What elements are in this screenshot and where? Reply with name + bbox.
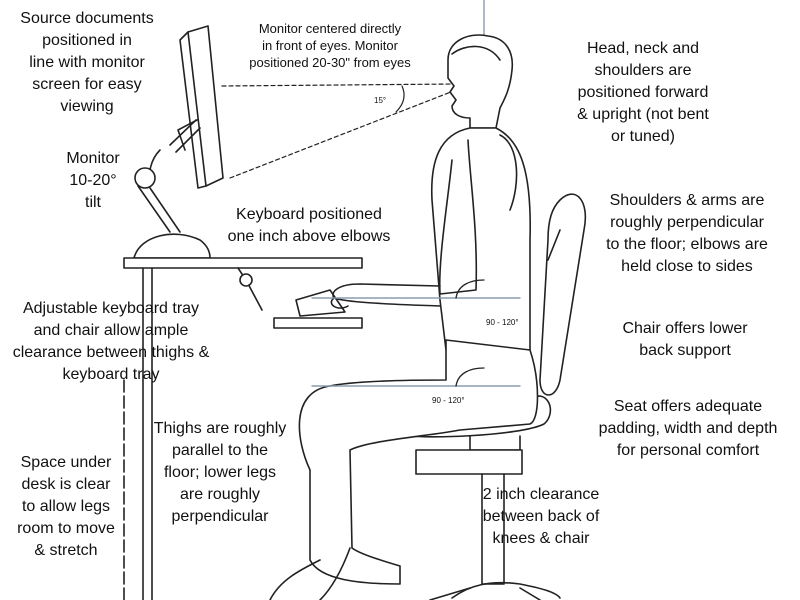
head-neck-label: Head, neck and shoulders are positioned …: [577, 40, 709, 145]
sight-line-bottom: [230, 90, 456, 178]
thighs-label: Thighs are roughly parallel to the floor…: [153, 420, 287, 525]
monitor: [178, 26, 223, 188]
elbow-angle-arc: [456, 280, 484, 298]
keyboard-position-label: Keyboard positioned one inch above elbow…: [227, 206, 391, 245]
keyboard-tray-label: Adjustable keyboard tray and chair allow…: [12, 300, 210, 383]
eye-angle-label: 15°: [374, 96, 387, 105]
hip-angle-arc: [456, 368, 484, 386]
eye-angle-arc: [396, 86, 404, 112]
chair-support-label: Chair offers lower back support: [622, 320, 748, 359]
monitor-tilt-label: Monitor 10-20° tilt: [66, 150, 120, 211]
source-documents-label: Source documents positioned in line with…: [20, 10, 154, 115]
space-under-desk-label: Space under desk is clear to allow legs …: [17, 454, 115, 559]
elbow-angle-label: 90 - 120°: [486, 318, 519, 327]
knee-clearance-label: 2 inch clearance between back of knees &…: [482, 486, 600, 547]
sight-line-top: [222, 84, 456, 86]
shoulders-arms-label: Shoulders & arms are roughly perpendicul…: [606, 192, 768, 275]
monitor-centered-label: Monitor centered directly in front of ey…: [249, 21, 411, 70]
monitor-arm: [134, 120, 210, 258]
seat-padding-label: Seat offers adequate padding, width and …: [598, 398, 778, 459]
hip-angle-label: 90 - 120°: [432, 396, 465, 405]
desk: [124, 258, 362, 600]
